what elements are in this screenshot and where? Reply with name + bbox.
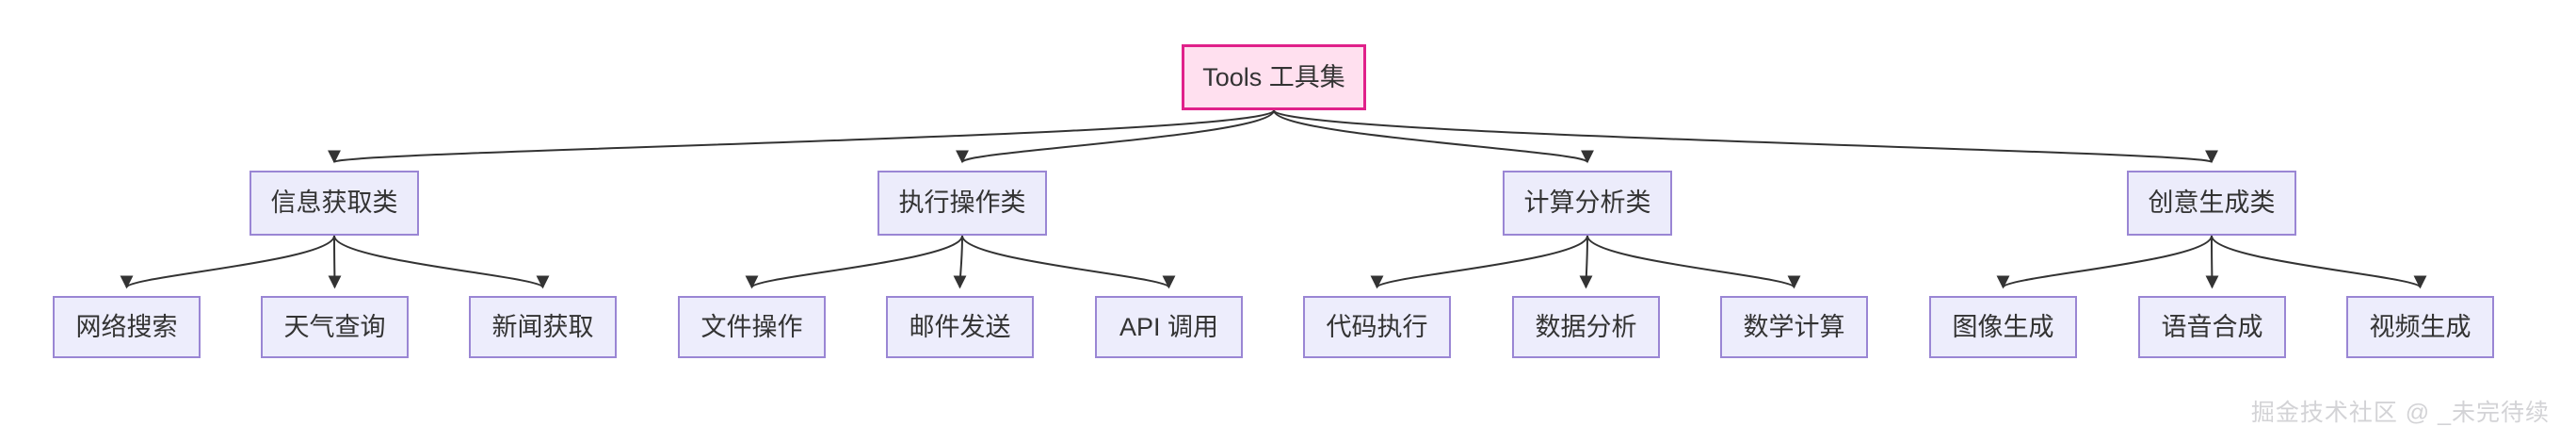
node-leaf-data-analysis[interactable]: 数据分析 [1512,296,1660,358]
node-leaf-math-compute[interactable]: 数学计算 [1720,296,1868,358]
edge-action-to-file-ops [745,235,963,289]
node-leaf-email-send[interactable]: 邮件发送 [886,296,1034,358]
node-category-create[interactable]: 创意生成类 [2127,171,2296,236]
edge-compute-to-data-analysis [1579,235,1593,289]
node-leaf-image-gen[interactable]: 图像生成 [1929,296,2077,358]
edge-create-to-video-gen [2211,235,2427,289]
edge-compute-to-math-compute [1586,235,1801,289]
edge-root-to-info [329,109,1275,164]
node-leaf-api-call[interactable]: API 调用 [1095,296,1243,358]
node-category-compute[interactable]: 计算分析类 [1503,171,1672,236]
edge-compute-to-code-exec [1370,235,1588,289]
node-category-info[interactable]: 信息获取类 [250,171,419,236]
edge-root-to-create [1273,109,2217,164]
edge-info-to-news-fetch [333,235,550,289]
edge-root-to-action [956,109,1275,164]
edge-info-to-web-search [120,235,335,289]
node-leaf-video-gen[interactable]: 视频生成 [2346,296,2494,358]
node-leaf-file-ops[interactable]: 文件操作 [678,296,826,358]
edge-info-to-weather-query [328,235,342,289]
watermark-text: 掘金技术社区 @ _未完待续 [2250,400,2550,426]
node-leaf-news-fetch[interactable]: 新闻获取 [469,296,617,358]
edge-create-to-image-gen [1996,235,2213,289]
node-leaf-web-search[interactable]: 网络搜索 [53,296,201,358]
node-leaf-weather-query[interactable]: 天气查询 [261,296,409,358]
edge-action-to-email-send [953,235,967,289]
edge-root-to-compute [1273,109,1594,164]
node-leaf-speech-synth[interactable]: 语音合成 [2138,296,2286,358]
node-category-action[interactable]: 执行操作类 [877,171,1047,236]
node-leaf-code-exec[interactable]: 代码执行 [1303,296,1451,358]
edge-action-to-api-call [961,235,1176,289]
edge-create-to-speech-synth [2205,235,2219,289]
node-root-tools[interactable]: Tools 工具集 [1182,44,1366,110]
